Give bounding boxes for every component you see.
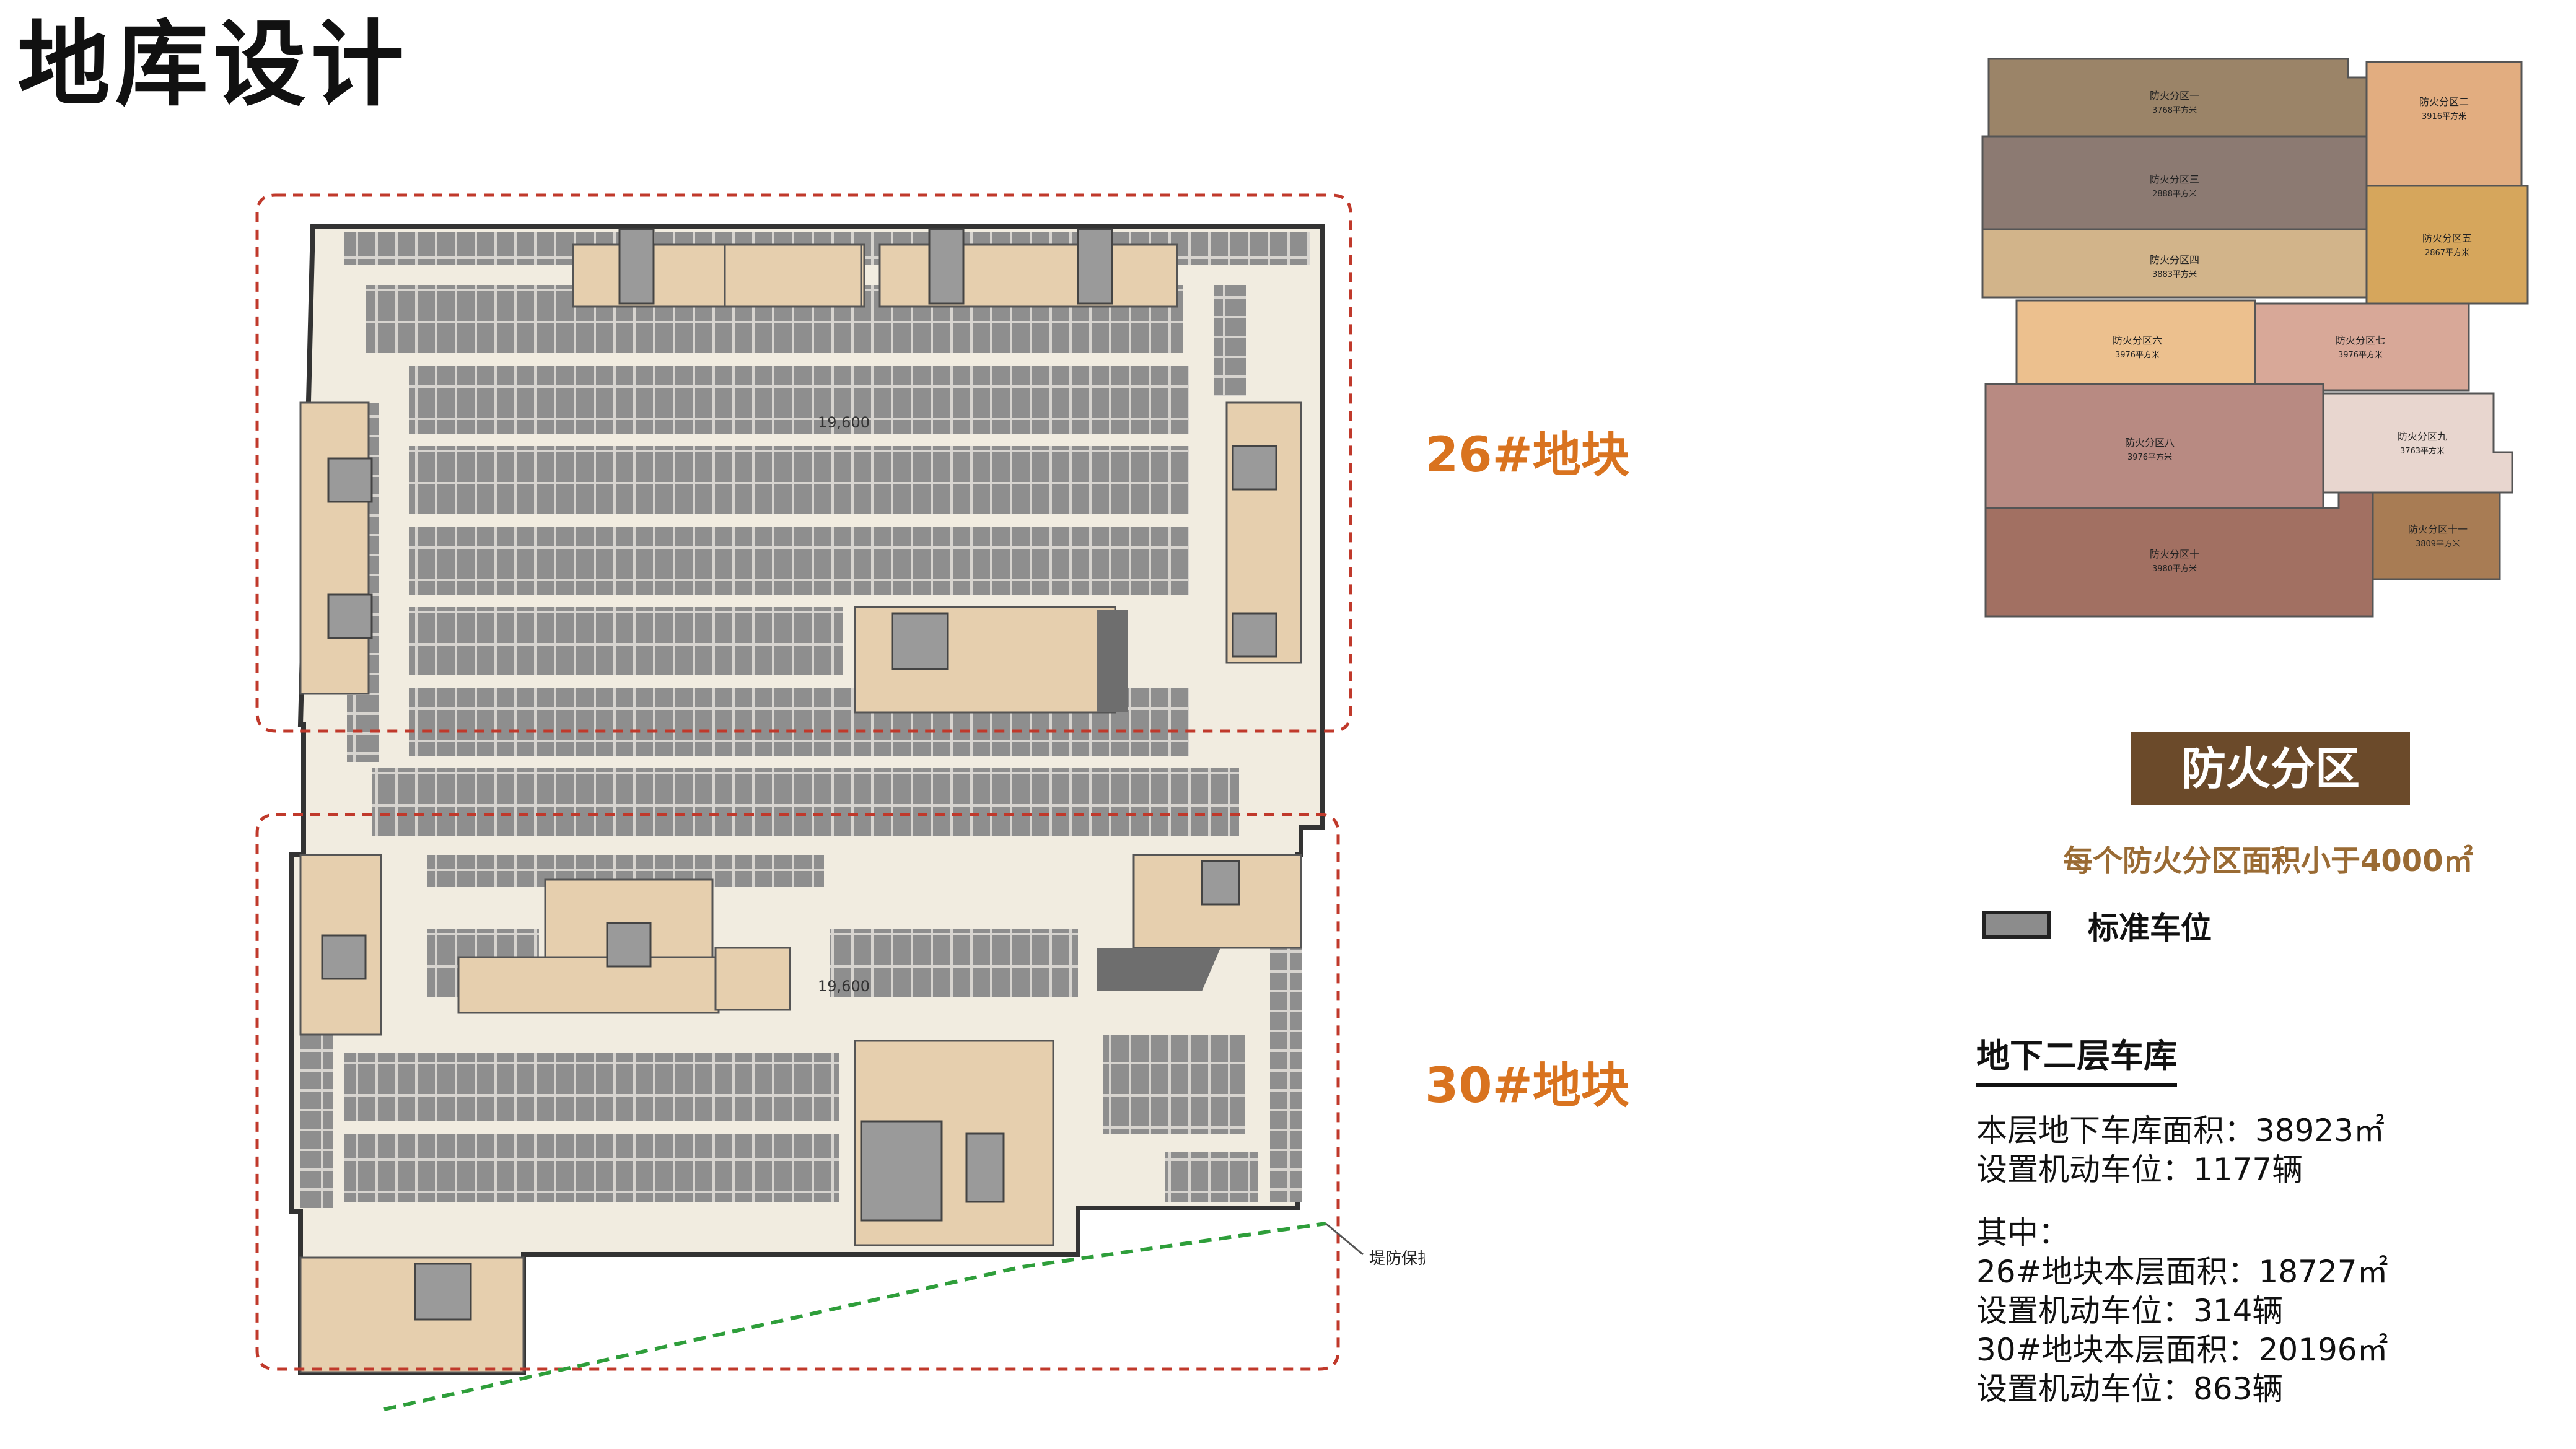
stat-breakdown-label: 其中： bbox=[1976, 1215, 2069, 1251]
parking-stalls-26 bbox=[344, 232, 1310, 836]
stat-30-area: 30#地块本层面积：20196㎡ bbox=[1976, 1332, 2388, 1368]
fire-zone-9 bbox=[2322, 392, 2513, 494]
fire-zone-subtitle: 每个防火分区面积小于4000㎡ bbox=[2063, 844, 2473, 878]
ramp bbox=[1097, 948, 1220, 991]
levee-label: 堤防保护线 bbox=[1369, 1250, 1425, 1268]
stat-30-stalls: 设置机动车位：863辆 bbox=[1976, 1371, 2284, 1407]
fire-zone-area: 3916平方米 bbox=[2422, 112, 2466, 121]
fire-zone-name: 防火分区七 bbox=[2336, 335, 2385, 346]
block-30-label: 30#地块 bbox=[1425, 1058, 1629, 1114]
fire-zone-5 bbox=[2365, 185, 2529, 305]
fire-zone-2 bbox=[2365, 61, 2523, 187]
fire-zone-area: 2867平方米 bbox=[2425, 248, 2469, 258]
stat-total-stalls: 设置机动车位：1177辆 bbox=[1976, 1152, 2303, 1188]
fire-zone-7 bbox=[2254, 302, 2470, 392]
block-26-label: 26#地块 bbox=[1425, 427, 1629, 483]
fire-zone-name: 防火分区一 bbox=[2150, 90, 2199, 102]
fire-zone-name: 防火分区二 bbox=[2419, 96, 2469, 108]
fire-zone-title: 防火分区 bbox=[2131, 732, 2410, 805]
fire-zone-name: 防火分区六 bbox=[2113, 335, 2162, 346]
stair-cores bbox=[321, 228, 1277, 1321]
fire-zone-area: 3976平方米 bbox=[2115, 350, 2160, 360]
block-26-boundary bbox=[255, 193, 1352, 733]
fire-zone-name: 防火分区四 bbox=[2150, 254, 2199, 266]
stat-26-stalls: 设置机动车位：314辆 bbox=[1976, 1293, 2284, 1329]
legend-label: 标准车位 bbox=[2088, 910, 2212, 946]
fire-zone-area: 3976平方米 bbox=[2338, 350, 2383, 360]
standard-stall-swatch bbox=[1982, 911, 2051, 939]
basement-floor-plan: 堤防保护线 19,600 19,600 bbox=[255, 193, 1425, 1411]
fire-zone-name: 防火分区十一 bbox=[2408, 523, 2468, 535]
fire-zone-area: 2888平方米 bbox=[2152, 189, 2197, 199]
parking-stalls-30 bbox=[300, 855, 1302, 1208]
fire-zone-area: 3768平方米 bbox=[2152, 105, 2197, 115]
stats-heading: 地下二层车库 bbox=[1976, 1028, 2177, 1087]
levee-line bbox=[383, 1222, 1326, 1411]
stat-26-area: 26#地块本层面积：18727㎡ bbox=[1976, 1254, 2388, 1290]
page-title: 地库设计 bbox=[17, 11, 410, 119]
stat-total-area: 本层地下车库面积：38923㎡ bbox=[1976, 1113, 2385, 1149]
dimension-label: 19,600 bbox=[818, 414, 870, 431]
fire-zone-area: 3976平方米 bbox=[2127, 452, 2172, 462]
fire-zone-name: 防火分区九 bbox=[2398, 431, 2447, 442]
dimension-label: 19,600 bbox=[818, 978, 870, 995]
fire-zone-name: 防火分区三 bbox=[2150, 173, 2199, 185]
fire-zone-area: 3763平方米 bbox=[2400, 446, 2445, 456]
fire-zone-name: 防火分区五 bbox=[2422, 232, 2472, 244]
block-30-boundary bbox=[255, 813, 1340, 1371]
ramp bbox=[1097, 610, 1128, 712]
fire-zone-area: 3980平方米 bbox=[2152, 564, 2197, 574]
fire-zone-name: 防火分区八 bbox=[2125, 437, 2175, 449]
fire-zone-area: 3883平方米 bbox=[2152, 269, 2197, 279]
fire-zone-11 bbox=[2372, 491, 2501, 580]
fire-zone-name: 防火分区十 bbox=[2150, 548, 2199, 560]
fire-zone-area: 3809平方米 bbox=[2416, 539, 2460, 549]
fire-zone-diagram: 防火分区一3768平方米防火分区二3916平方米防火分区三2888平方米防火分区… bbox=[1981, 58, 2529, 618]
